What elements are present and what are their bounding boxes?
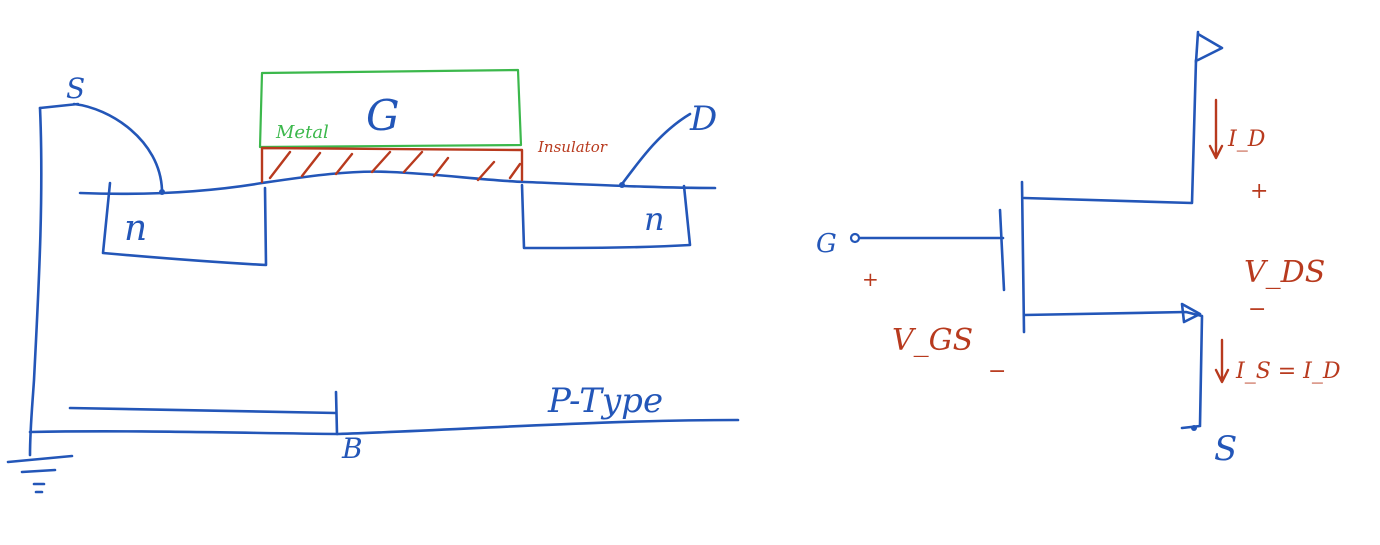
- substrate-label: P-Type: [547, 381, 663, 421]
- is-eq-label: I_S = I_D: [1235, 359, 1341, 384]
- id-arrow: [1208, 98, 1224, 160]
- body-tick: [334, 390, 339, 436]
- gate-terminal: [849, 232, 861, 244]
- drain-label: D: [689, 99, 717, 139]
- n-right-label: n: [644, 200, 665, 238]
- n-left-label: n: [124, 208, 147, 249]
- drain-lead: [1022, 58, 1198, 205]
- source-terminal-tick: [1180, 424, 1202, 430]
- drain-wire: [620, 112, 692, 186]
- insulator-hatching: [268, 150, 522, 182]
- vgs-plus: +: [862, 267, 879, 291]
- channel-line: [1020, 180, 1026, 334]
- gate-plate: [998, 208, 1006, 292]
- source-contact-wire: [72, 102, 164, 192]
- vgs-label: V_GS: [892, 323, 973, 358]
- metal-label: Metal: [275, 122, 329, 143]
- gate-metal: [258, 68, 523, 149]
- symbol-gate-label: G: [816, 229, 837, 259]
- drain-contact-dot: [619, 182, 625, 188]
- vds-plus: +: [1250, 179, 1268, 204]
- source-arrow: [1180, 302, 1202, 324]
- vgs-minus: −: [988, 359, 1006, 384]
- gate-insulator: [260, 146, 524, 184]
- insulator-label: Insulator: [537, 138, 608, 156]
- id-label: I_D: [1227, 127, 1266, 152]
- vds-minus: −: [1248, 297, 1266, 322]
- source-wire: [28, 106, 43, 457]
- symbol-source-label: S: [1214, 429, 1237, 469]
- body-top-line: [68, 406, 338, 415]
- vds-label: V_DS: [1244, 255, 1325, 290]
- n-region-right: [520, 183, 692, 250]
- cross-section: S G D B Metal Insulator n n P-Type: [6, 68, 740, 494]
- drain-terminal: [1194, 30, 1224, 64]
- body-label: B: [341, 432, 363, 465]
- source-label: S: [66, 72, 85, 105]
- body-bottom-line: [28, 418, 740, 436]
- source-wire-top: [38, 102, 80, 110]
- gate-label: G: [366, 91, 400, 140]
- n-region-left: [101, 181, 268, 267]
- is-arrow: [1214, 338, 1230, 384]
- ground-symbol: [6, 454, 74, 494]
- substrate-surface: [78, 170, 717, 196]
- source-lead: [1022, 310, 1204, 427]
- nmos-symbol: G S I_D + V_DS − I_S = I_D + V_GS −: [816, 30, 1341, 469]
